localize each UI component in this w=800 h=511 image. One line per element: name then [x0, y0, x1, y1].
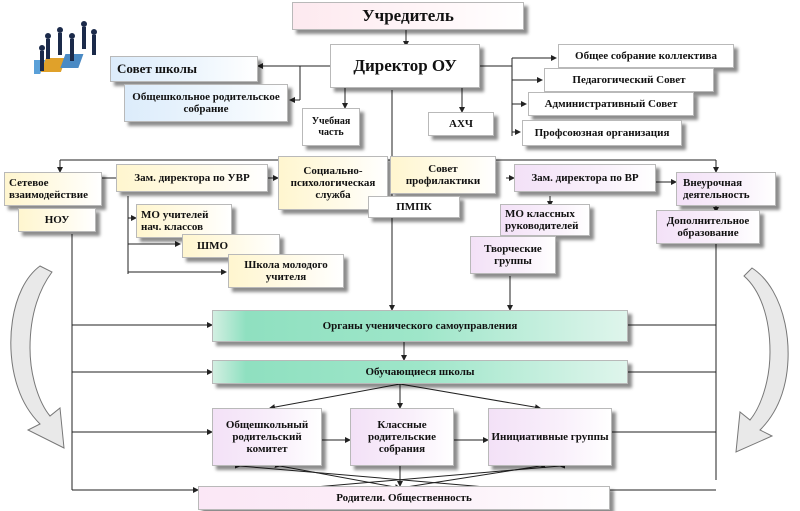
extracurricular-box: Внеурочная деятельность — [676, 172, 776, 206]
school-council-box: Совет школы — [110, 56, 258, 82]
pmpk-box: ПМПК — [368, 196, 460, 218]
ped-council-box: Педагогический Совет — [544, 68, 714, 92]
parent-meeting-box: Общешкольное родительское собрание — [124, 84, 288, 122]
school-parent-committee-box: Общешкольный родительский комитет — [212, 408, 322, 466]
mo-class-box: МО классных руководителей — [500, 204, 590, 236]
young-teacher-box: Школа молодого учителя — [228, 254, 344, 288]
mo-primary-box: МО учителей нач. классов — [136, 204, 232, 238]
student-self-gov-band: Органы ученического самоуправления — [212, 310, 628, 342]
creative-groups-box: Творческие группы — [470, 236, 556, 274]
network-box: Сетевое взаимодействие — [4, 172, 102, 206]
right-curved-arrow-icon — [735, 267, 789, 453]
students-band: Обучающиеся школы — [212, 360, 628, 384]
nou-box: НОУ — [18, 208, 96, 232]
class-parent-meetings-box: Классные родительские собрания — [350, 408, 454, 466]
admin-council-box: Административный Совет — [528, 92, 694, 116]
study-unit-box: Учебная часть — [302, 108, 360, 146]
deputy-vr-box: Зам. директора по ВР — [514, 164, 656, 192]
additional-ed-box: Дополнительное образование — [656, 210, 760, 244]
director-box: Директор ОУ — [330, 44, 480, 88]
ahch-box: АХЧ — [428, 112, 494, 136]
prevention-council-box: Совет профилактики — [390, 156, 496, 194]
parents-public-box: Родители. Общественность — [198, 486, 610, 510]
left-curved-arrow-icon — [10, 265, 65, 449]
initiative-groups-box: Инициативные группы — [488, 408, 612, 466]
founder-box: Учредитель — [292, 2, 524, 30]
deputy-uvr-box: Зам. директора по УВР — [116, 164, 268, 192]
general-meeting-box: Общее собрание коллектива — [558, 44, 734, 68]
people-team-icon — [34, 21, 97, 74]
union-box: Профсоюзная организация — [522, 120, 682, 146]
